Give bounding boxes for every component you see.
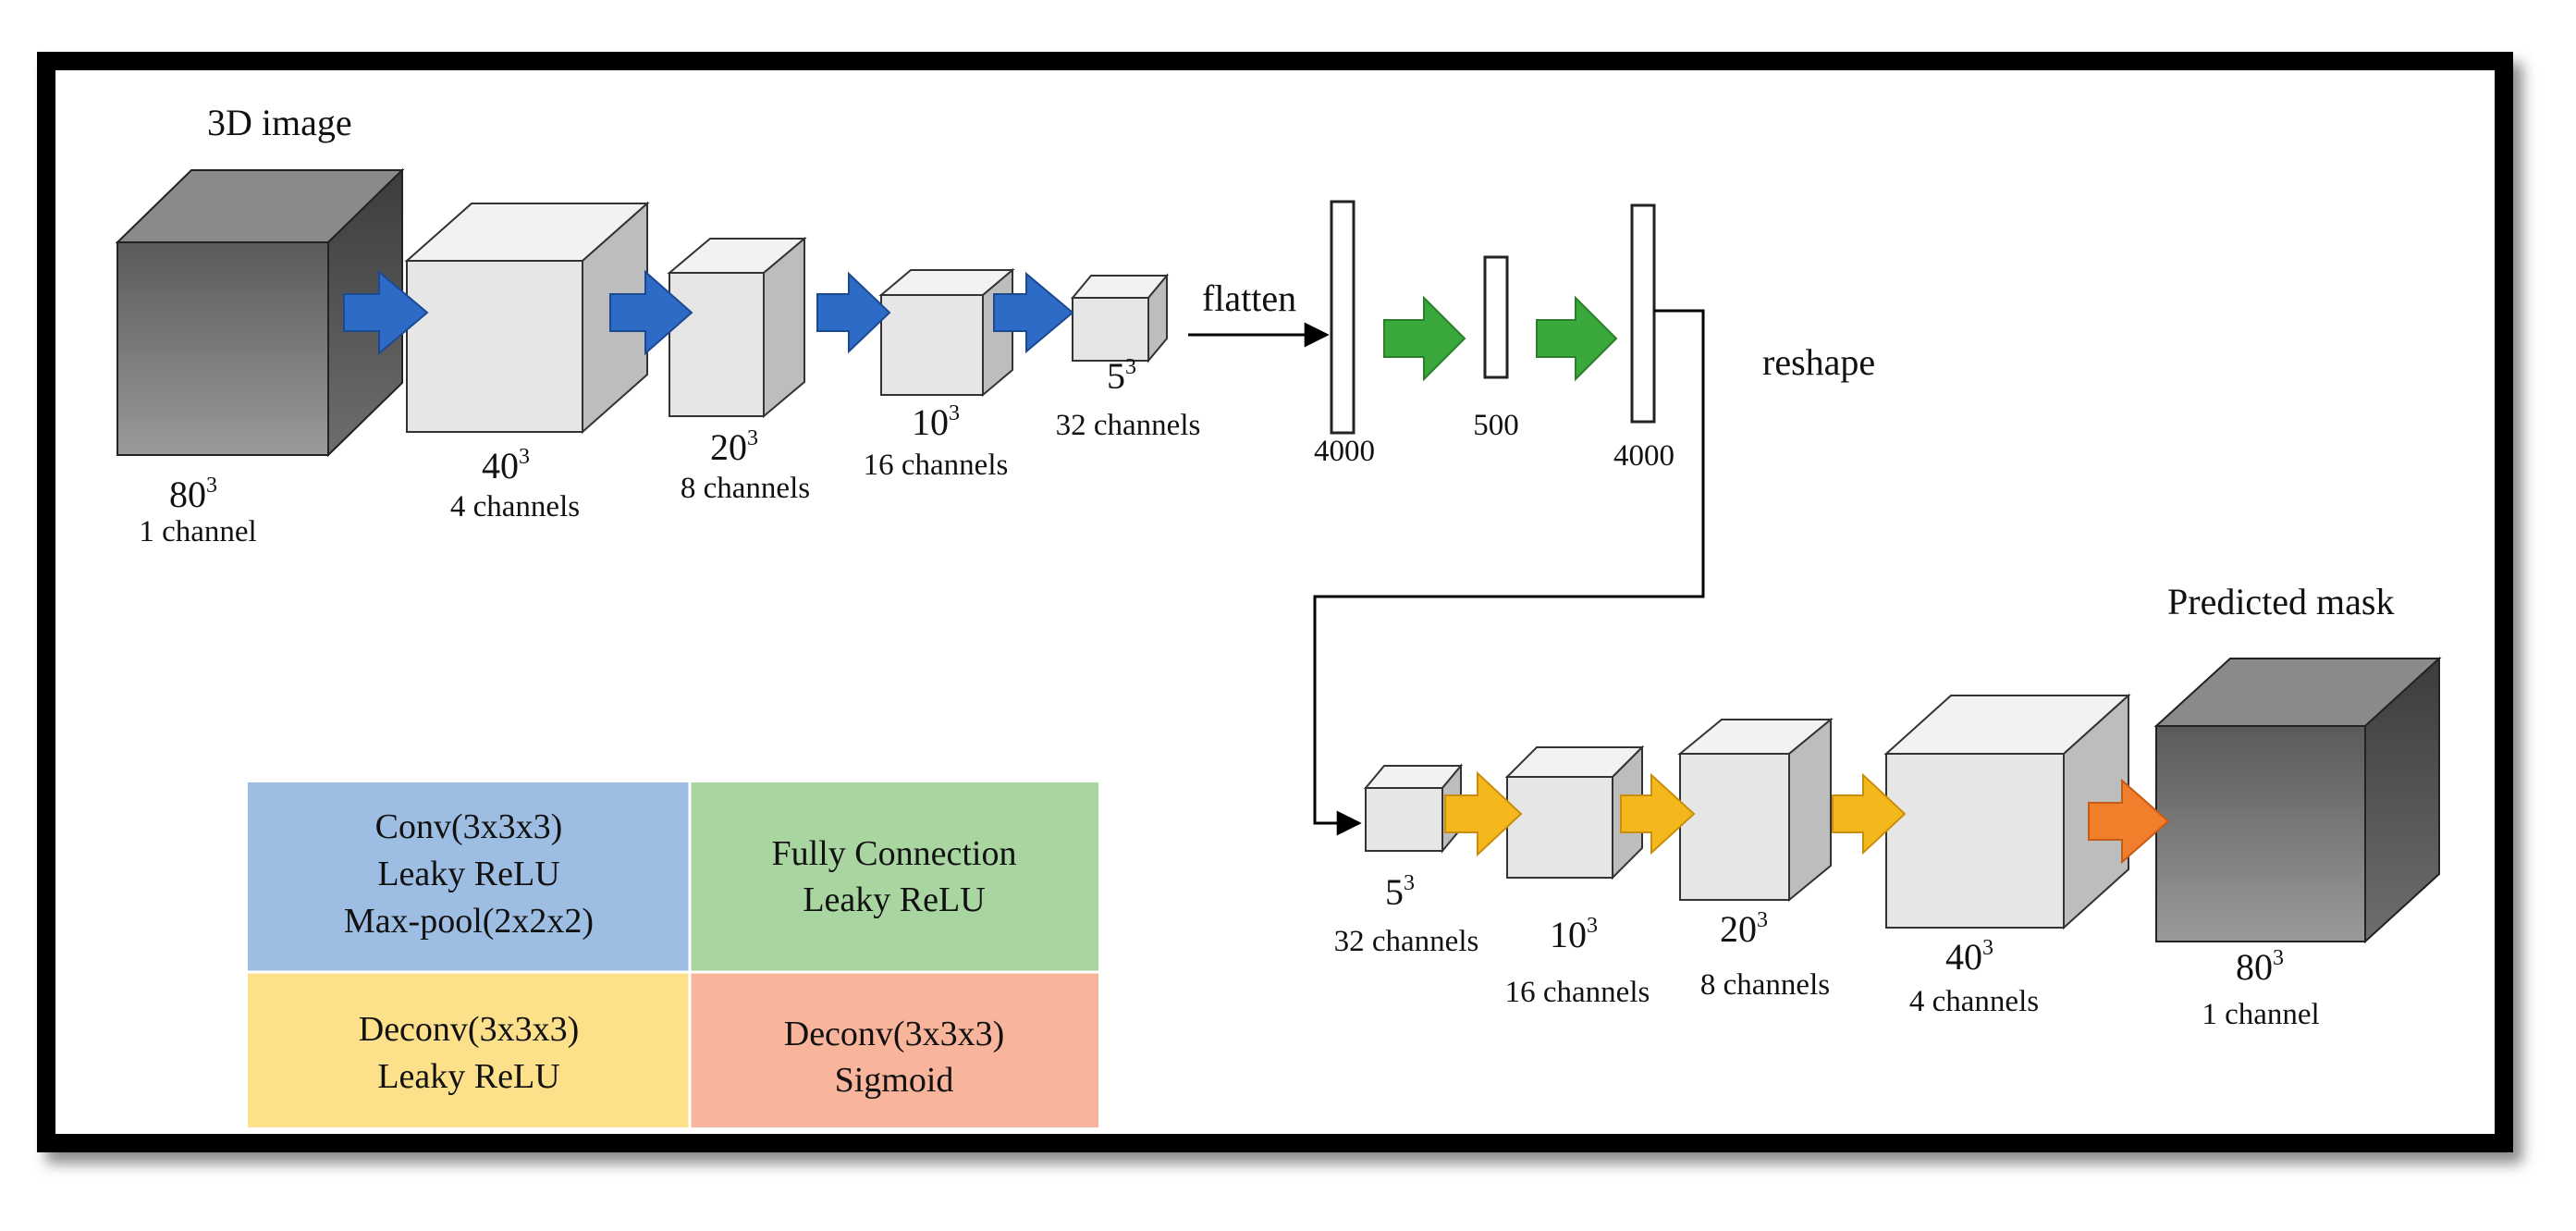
decoder-size-10: 10 <box>1550 914 1587 955</box>
legend: Conv(3x3x3) Leaky ReLU Max-pool(2x2x2) F… <box>248 782 1098 1127</box>
decoder-exp-80: 3 <box>2273 946 2284 970</box>
decoder-cube-20 <box>1677 717 1834 903</box>
svg-text:403: 403 <box>1945 936 1993 978</box>
deconv-arrow-3 <box>1832 772 1907 856</box>
encoder-exp-20: 3 <box>747 426 758 450</box>
fc-arrow-2 <box>1536 295 1618 382</box>
output-title: Predicted mask <box>2167 581 2395 622</box>
svg-text:103: 103 <box>1550 914 1598 955</box>
decoder-label-5: 53 32 channels <box>1334 871 1479 958</box>
encoder-exp-80: 3 <box>206 474 217 498</box>
encoder-channels-5: 32 channels <box>1056 409 1201 442</box>
svg-text:203: 203 <box>710 426 758 468</box>
dense-layer-4000-a <box>1330 200 1355 435</box>
encoder-channels-20: 8 channels <box>681 472 810 505</box>
legend-fc-line-2: Leaky ReLU <box>803 880 985 919</box>
fc-arrow-1 <box>1383 295 1466 382</box>
encoder-exp-10: 3 <box>949 401 960 425</box>
decoder-channels-20: 8 channels <box>1700 968 1830 1002</box>
encoder-channels-40: 4 channels <box>450 490 580 523</box>
encoder-cube-40 <box>404 201 650 435</box>
encoder-size-20: 20 <box>710 426 747 468</box>
encoder-exp-40: 3 <box>519 445 530 469</box>
flatten-label: flatten <box>1202 277 1296 319</box>
legend-fc-box <box>690 782 1098 972</box>
encoder-cube-5 <box>1070 273 1170 363</box>
decoder-label-20: 203 8 channels <box>1700 908 1830 1002</box>
dense-label-4000-a: 4000 <box>1314 435 1375 468</box>
decoder-channels-5: 32 channels <box>1334 925 1479 958</box>
input-title: 3D image <box>207 102 352 143</box>
encoder-cube-20 <box>667 236 807 419</box>
decoder-exp-40: 3 <box>1982 936 1993 960</box>
legend-sigmoid-line-1: Deconv(3x3x3) <box>784 1015 1004 1053</box>
legend-sigmoid-box <box>690 972 1098 1127</box>
legend-conv-line-3: Max-pool(2x2x2) <box>344 902 594 941</box>
decoder-label-80: 803 1 channel <box>2202 946 2319 1031</box>
encoder-size-10: 10 <box>912 401 949 443</box>
encoder-label-10: 103 16 channels <box>864 401 1009 482</box>
conv-arrow-1 <box>343 269 429 356</box>
svg-text:803: 803 <box>2236 946 2284 988</box>
svg-text:403: 403 <box>482 445 530 486</box>
reshape-label: reshape <box>1762 341 1875 383</box>
legend-fc-line-1: Fully Connection <box>772 834 1017 873</box>
decoder-cube-10 <box>1504 745 1645 880</box>
legend-deconv-line-1: Deconv(3x3x3) <box>359 1010 579 1049</box>
legend-conv-line-1: Conv(3x3x3) <box>375 807 563 846</box>
decoder-label-10: 103 16 channels <box>1505 914 1650 1009</box>
encoder-size-40: 40 <box>482 445 519 486</box>
legend-conv-box <box>248 782 690 972</box>
encoder-label-20: 203 8 channels <box>681 426 810 505</box>
conv-arrow-4 <box>993 271 1074 354</box>
encoder-cube-10 <box>878 267 1015 398</box>
conv-arrow-2 <box>609 269 693 356</box>
decoder-size-40: 40 <box>1945 936 1982 978</box>
legend-sigmoid-line-2: Sigmoid <box>835 1061 954 1100</box>
decoder-channels-10: 16 channels <box>1505 976 1650 1009</box>
deconv-arrow-1 <box>1444 770 1523 857</box>
decoder-exp-10: 3 <box>1587 914 1598 938</box>
decoder-exp-20: 3 <box>1757 908 1768 932</box>
encoder-label-5: 53 32 channels <box>1056 355 1201 442</box>
svg-text:103: 103 <box>912 401 960 443</box>
deconv-arrow-2 <box>1620 772 1696 856</box>
encoder-channels-80: 1 channel <box>139 515 256 548</box>
encoder-size-5: 5 <box>1107 355 1125 397</box>
svg-text:203: 203 <box>1720 908 1768 950</box>
legend-conv-line-2: Leaky ReLU <box>377 855 559 893</box>
svg-text:53: 53 <box>1107 355 1136 397</box>
encoder-channels-10: 16 channels <box>864 449 1009 482</box>
legend-deconv-box <box>248 972 690 1127</box>
decoder-cube-40 <box>1883 693 2131 930</box>
encoder-size-80: 80 <box>169 474 206 515</box>
reshape-connector <box>1313 309 1705 836</box>
encoder-label-80: 803 1 channel <box>139 474 256 548</box>
decoder-cube-output <box>2153 656 2442 944</box>
conv-arrow-3 <box>816 271 891 354</box>
encoder-label-40: 403 4 channels <box>450 445 580 523</box>
svg-text:53: 53 <box>1385 871 1415 913</box>
decoder-size-80: 80 <box>2236 946 2273 988</box>
decoder-channels-80: 1 channel <box>2202 998 2319 1031</box>
legend-deconv-line-2: Leaky ReLU <box>377 1057 559 1096</box>
decoder-exp-5: 3 <box>1404 871 1415 895</box>
decoder-label-40: 403 4 channels <box>1909 936 2039 1018</box>
dense-layer-500 <box>1483 255 1509 379</box>
encoder-exp-5: 3 <box>1125 355 1136 379</box>
dense-label-4000-b: 4000 <box>1613 439 1674 473</box>
decoder-size-5: 5 <box>1385 871 1404 913</box>
sigmoid-arrow <box>2088 778 2170 865</box>
svg-text:803: 803 <box>169 474 217 515</box>
decoder-size-20: 20 <box>1720 908 1757 950</box>
decoder-channels-40: 4 channels <box>1909 985 2039 1018</box>
dense-label-500: 500 <box>1473 409 1519 442</box>
dense-layer-4000-b <box>1630 203 1656 424</box>
